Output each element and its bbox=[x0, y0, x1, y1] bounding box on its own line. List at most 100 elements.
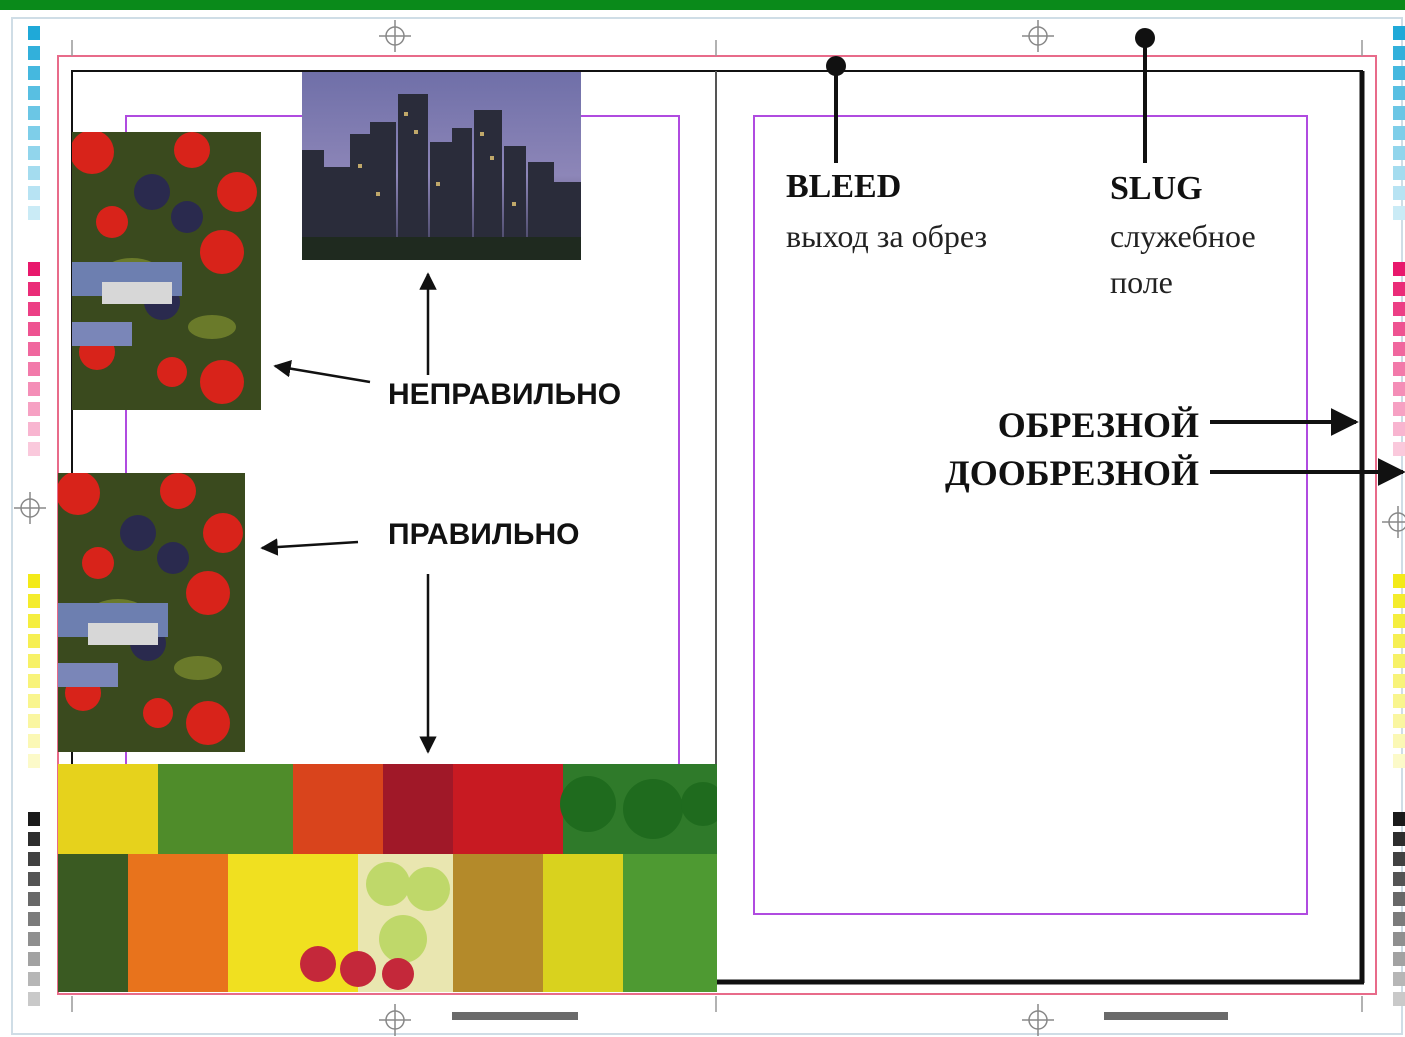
registration-marks bbox=[14, 20, 1405, 1036]
color-swatch bbox=[28, 574, 40, 588]
vegetables-photo bbox=[58, 764, 717, 992]
color-swatch bbox=[1393, 206, 1405, 220]
color-swatch bbox=[28, 66, 40, 80]
color-swatch bbox=[1393, 422, 1405, 436]
color-swatch bbox=[28, 714, 40, 728]
slug-subtitle-line1: служебное bbox=[1110, 218, 1256, 254]
color-swatch bbox=[28, 992, 40, 1006]
color-swatch bbox=[28, 26, 40, 40]
color-swatch bbox=[1393, 912, 1405, 926]
vegetables-photo-graphic bbox=[58, 764, 717, 992]
color-swatch bbox=[28, 932, 40, 946]
color-swatch bbox=[28, 734, 40, 748]
color-swatch bbox=[1393, 892, 1405, 906]
color-swatch bbox=[1393, 302, 1405, 316]
color-swatch bbox=[28, 282, 40, 296]
color-swatch bbox=[28, 674, 40, 688]
pretrim-label: ДООБРЕЗНОЙ bbox=[944, 453, 1199, 493]
color-swatch bbox=[1393, 634, 1405, 648]
top-band bbox=[0, 0, 1405, 10]
color-swatch bbox=[1393, 186, 1405, 200]
color-swatch bbox=[1393, 594, 1405, 608]
color-swatch bbox=[28, 126, 40, 140]
color-swatch bbox=[28, 382, 40, 396]
wrong-arrow-left-icon bbox=[273, 359, 371, 384]
color-swatch bbox=[1393, 86, 1405, 100]
color-swatch bbox=[28, 422, 40, 436]
color-swatch bbox=[1393, 362, 1405, 376]
color-swatch bbox=[28, 442, 40, 456]
color-swatch bbox=[1393, 832, 1405, 846]
color-swatch bbox=[28, 832, 40, 846]
color-swatch bbox=[1393, 812, 1405, 826]
color-swatch bbox=[1393, 46, 1405, 60]
color-swatch bbox=[28, 912, 40, 926]
color-swatch bbox=[1393, 106, 1405, 120]
color-swatch bbox=[1393, 734, 1405, 748]
slug-bar-right bbox=[1104, 1012, 1228, 1020]
color-swatch bbox=[1393, 654, 1405, 668]
color-swatch bbox=[1393, 282, 1405, 296]
color-swatch bbox=[28, 872, 40, 886]
color-swatch bbox=[28, 322, 40, 336]
registration-mark-icon bbox=[379, 20, 411, 52]
color-swatch bbox=[28, 262, 40, 276]
registration-mark-icon bbox=[14, 492, 46, 524]
color-swatch bbox=[1393, 872, 1405, 886]
slug-bar-left bbox=[452, 1012, 578, 1020]
city-photo-graphic bbox=[302, 72, 581, 260]
color-swatch bbox=[1393, 972, 1405, 986]
color-swatch bbox=[28, 206, 40, 220]
right-arrow-left-icon bbox=[260, 538, 359, 556]
color-swatch bbox=[1393, 574, 1405, 588]
slug-subtitle-line2: поле bbox=[1110, 264, 1173, 300]
slug-title: SLUG bbox=[1110, 170, 1203, 207]
registration-mark-icon bbox=[1022, 20, 1054, 52]
color-swatch bbox=[1393, 402, 1405, 416]
color-swatch bbox=[28, 892, 40, 906]
flowers-photo-wrong bbox=[72, 132, 261, 410]
color-swatch bbox=[1393, 166, 1405, 180]
color-swatch bbox=[28, 654, 40, 668]
color-swatch bbox=[28, 46, 40, 60]
color-swatch bbox=[1393, 614, 1405, 628]
color-swatch bbox=[1393, 992, 1405, 1006]
flowers-photo-right-graphic bbox=[58, 473, 245, 752]
trim-label: ОБРЕЗНОЙ bbox=[997, 405, 1199, 445]
bleed-title: BLEED bbox=[786, 168, 902, 205]
color-swatch bbox=[1393, 342, 1405, 356]
color-swatch bbox=[28, 302, 40, 316]
color-swatch bbox=[28, 852, 40, 866]
color-swatch bbox=[1393, 442, 1405, 456]
registration-mark-icon bbox=[1022, 1004, 1054, 1036]
color-swatch bbox=[1393, 26, 1405, 40]
flowers-photo-right bbox=[58, 473, 245, 752]
color-swatch bbox=[28, 694, 40, 708]
color-swatch bbox=[28, 86, 40, 100]
color-swatch bbox=[1393, 852, 1405, 866]
color-swatch bbox=[28, 362, 40, 376]
color-swatch bbox=[28, 754, 40, 768]
color-swatch bbox=[28, 166, 40, 180]
color-swatch bbox=[1393, 674, 1405, 688]
trim-ticks bbox=[71, 40, 1363, 1012]
color-swatch bbox=[28, 186, 40, 200]
city-photo bbox=[302, 72, 581, 260]
color-swatch bbox=[28, 952, 40, 966]
color-swatch bbox=[28, 106, 40, 120]
sheet-border bbox=[11, 17, 1403, 1035]
color-swatch bbox=[1393, 126, 1405, 140]
color-swatch bbox=[28, 634, 40, 648]
bleed-subtitle: выход за обрез bbox=[786, 218, 988, 254]
margin-frame-right bbox=[753, 115, 1308, 915]
color-swatch bbox=[1393, 754, 1405, 768]
color-swatch bbox=[1393, 694, 1405, 708]
color-swatch bbox=[1393, 932, 1405, 946]
wrong-label: НЕПРАВИЛЬНО bbox=[388, 378, 622, 411]
color-swatch bbox=[1393, 714, 1405, 728]
color-swatch bbox=[1393, 952, 1405, 966]
registration-mark-icon bbox=[379, 1004, 411, 1036]
color-swatch bbox=[1393, 322, 1405, 336]
